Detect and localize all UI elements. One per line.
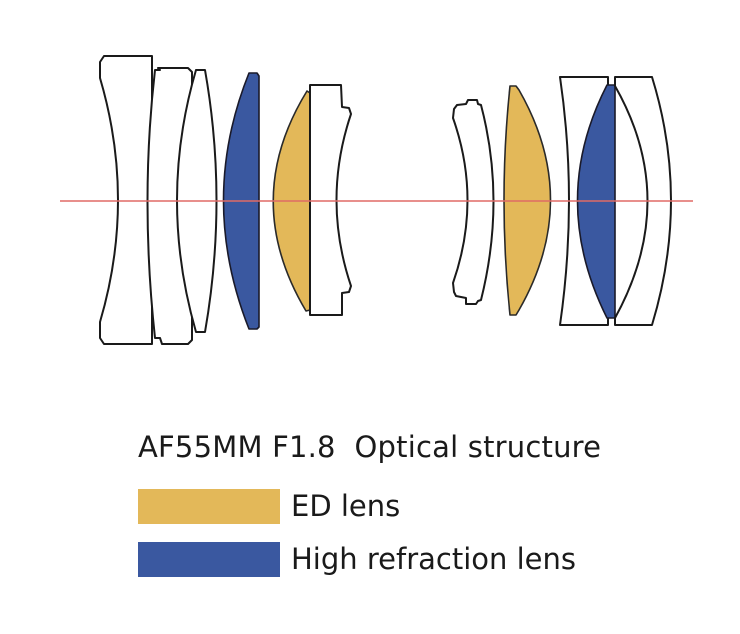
legend-item-high-refraction-lens: High refraction lens [138, 541, 576, 577]
lens-element-11 [614, 76, 672, 326]
legend-label-high-refraction-lens: High refraction lens [291, 542, 577, 576]
lens-element-7 [452, 99, 495, 305]
lens-element-6 [309, 84, 352, 316]
lens-element-1 [99, 55, 153, 345]
legend-item-ed-lens: ED lens [138, 488, 400, 524]
diagram-title: AF55MM F1.8 Optical structure [138, 430, 602, 464]
legend-swatch-high-refraction-lens [138, 541, 280, 577]
optical-structure-diagram [60, 55, 693, 345]
legend-label-ed-lens: ED lens [291, 489, 401, 523]
legend-swatch-ed-lens [138, 488, 280, 524]
